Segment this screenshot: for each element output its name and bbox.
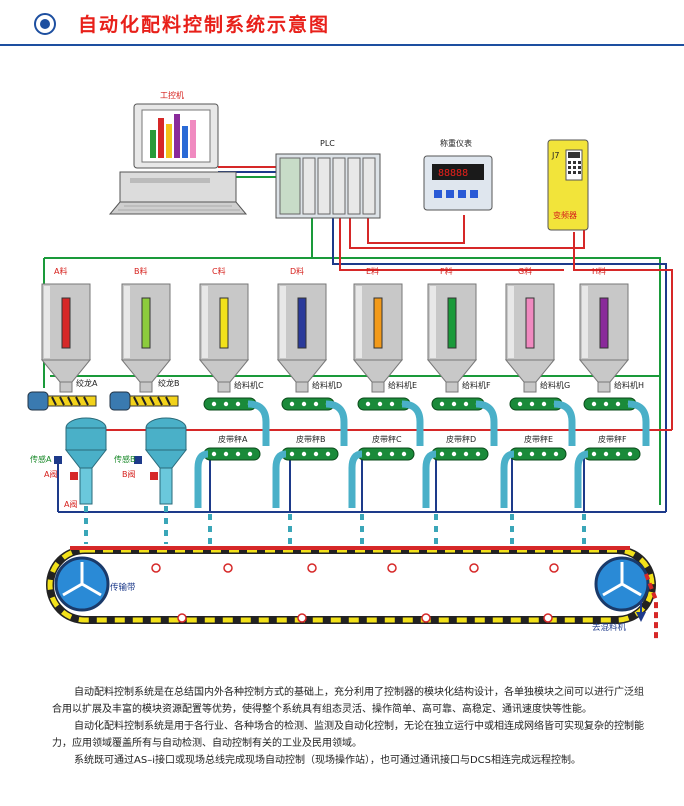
plc-label: PLC xyxy=(320,139,335,148)
sensor-label-b: 传感B xyxy=(114,454,136,464)
description-paragraph-1: 自动配料控制系统是在总结国内外各种控制方式的基础上，充分利用了控制器的模块化结构… xyxy=(52,687,644,715)
level-indicator xyxy=(297,297,307,349)
description-paragraph-3: 系统既可通过AS–i接口或现场总线完成现场自动控制（现场操作站），也可通过通讯接… xyxy=(74,755,581,766)
material-silos: A料 B料 C料 D料 E料 F料 G料 H料 xyxy=(40,266,630,393)
load-cell-a-icon xyxy=(54,456,62,464)
conveyor-output-label: 去混料机 xyxy=(592,622,627,633)
description-paragraph-2: 自动化配料控制系统是用于各行业、各种场合的检测、监测及自动化控制，无论在独立运行… xyxy=(52,721,644,749)
svg-text:88888: 88888 xyxy=(438,168,468,179)
valve-a-icon xyxy=(70,472,78,480)
conveyor-label: 传输带 xyxy=(110,582,136,593)
title-bullet-icon xyxy=(34,13,56,35)
feeder-label: 给料机D xyxy=(312,380,342,390)
belt-scale-label: 皮带秤C xyxy=(372,434,402,444)
valve-out-label: A阀 xyxy=(64,500,77,509)
description-block: 自动配料控制系统是在总结国内外各种控制方式的基础上，充分利用了控制器的模块化结构… xyxy=(52,684,652,769)
feeder-label: 给料机G xyxy=(540,380,570,390)
conveyor-idlers xyxy=(151,563,559,623)
conveyor-output xyxy=(644,573,658,640)
silo-label: H料 xyxy=(592,266,606,276)
belt-scale-label: 皮带秤D xyxy=(446,434,476,444)
level-indicator xyxy=(599,297,609,349)
silo-d: D料 xyxy=(276,266,328,393)
feeder-unit-d: 给料机D 皮带秤B xyxy=(272,380,348,508)
silo-b: B料 xyxy=(120,266,172,393)
silo-e: E料 xyxy=(352,266,404,393)
feeder-label: 给料机H xyxy=(614,380,644,390)
weigh-meter-label: 称重仪表 xyxy=(440,138,472,148)
plc-rack: PLC xyxy=(275,139,381,219)
feeder-label: 给料机C xyxy=(234,380,264,390)
valve-label-b: B阀 xyxy=(122,470,136,479)
drop-chutes xyxy=(84,506,586,544)
belt-scale-label: 皮带秤A xyxy=(218,434,248,444)
level-indicator xyxy=(141,297,151,349)
silo-label: D料 xyxy=(290,266,304,276)
silo-a: A料 xyxy=(40,266,92,393)
feeders-and-belt-scales: 给料机C 皮带秤A 给料机D 皮带秤B 给料机E 皮带秤C 给料机F 皮带秤D 给料机G 皮带秤E… xyxy=(194,380,650,508)
belt-scale-label: 皮带秤F xyxy=(598,434,627,444)
main-conveyor: 传输带 去混料机 xyxy=(46,546,658,640)
inverter-model: J7 xyxy=(551,151,559,160)
silo-h: H料 xyxy=(578,266,630,393)
inverter-label: 变频器 xyxy=(553,210,577,220)
head-pulley-icon xyxy=(54,556,110,612)
feeder-label: 给料机F xyxy=(462,380,491,390)
level-indicator xyxy=(525,297,535,349)
level-indicator xyxy=(61,297,71,349)
page-title: 自动化配料控制系统示意图 xyxy=(78,14,331,36)
screw-conveyor-a: 绞龙A xyxy=(27,378,98,411)
screw-conveyors: 绞龙A 绞龙B xyxy=(27,378,180,411)
screw-label-b: 绞龙B xyxy=(158,378,180,388)
weigh-hopper-a: 传感A A阀 A阀 xyxy=(30,417,108,509)
level-indicator xyxy=(373,297,383,349)
feeder-unit-e: 给料机E 皮带秤C xyxy=(348,380,424,508)
weigh-hoppers: 传感A A阀 A阀 传感B B阀 xyxy=(30,417,188,509)
output-arrow-icon xyxy=(636,612,646,622)
silo-label: F料 xyxy=(440,266,453,276)
weighing-indicator: 称重仪表 88888 xyxy=(423,138,493,211)
level-indicator xyxy=(219,297,229,349)
weigh-hopper-b: 传感B B阀 xyxy=(114,417,188,505)
frequency-inverter: J7 变频器 xyxy=(547,139,589,231)
feeder-unit-f: 给料机F 皮带秤D xyxy=(422,380,498,508)
silo-label: C料 xyxy=(212,266,226,276)
computer-label: 工控机 xyxy=(160,90,184,100)
industrial-computer: 工控机 xyxy=(108,90,248,215)
silo-label: G料 xyxy=(518,266,532,276)
silo-label: B料 xyxy=(134,266,148,276)
feeder-label: 给料机E xyxy=(388,380,417,390)
silo-g: G料 xyxy=(504,266,556,393)
silo-label: E料 xyxy=(366,266,379,276)
title-divider xyxy=(0,44,684,46)
feeder-unit-c: 给料机C 皮带秤A xyxy=(194,380,270,508)
belt-scale-label: 皮带秤B xyxy=(296,434,326,444)
screw-label-a: 绞龙A xyxy=(76,378,98,388)
batching-system-diagram: 工控机 PLC 称重仪表 88888 xyxy=(27,90,673,640)
load-cell-b-icon xyxy=(134,456,142,464)
silo-label: A料 xyxy=(54,266,67,276)
valve-b-icon xyxy=(150,472,158,480)
sensor-label-a: 传感A xyxy=(30,454,52,464)
silo-c: C料 xyxy=(198,266,250,393)
screen-bar-chart-icon xyxy=(150,114,196,158)
valve-label-a: A阀 xyxy=(44,470,57,479)
level-indicator xyxy=(447,297,457,349)
feeder-unit-g: 给料机G 皮带秤E xyxy=(500,380,576,508)
silo-f: F料 xyxy=(426,266,478,393)
belt-scale-label: 皮带秤E xyxy=(524,434,553,444)
feeder-unit-h: 给料机H 皮带秤F xyxy=(574,380,650,508)
conveyor-top-product xyxy=(70,546,630,550)
screw-conveyor-b: 绞龙B xyxy=(109,378,180,411)
